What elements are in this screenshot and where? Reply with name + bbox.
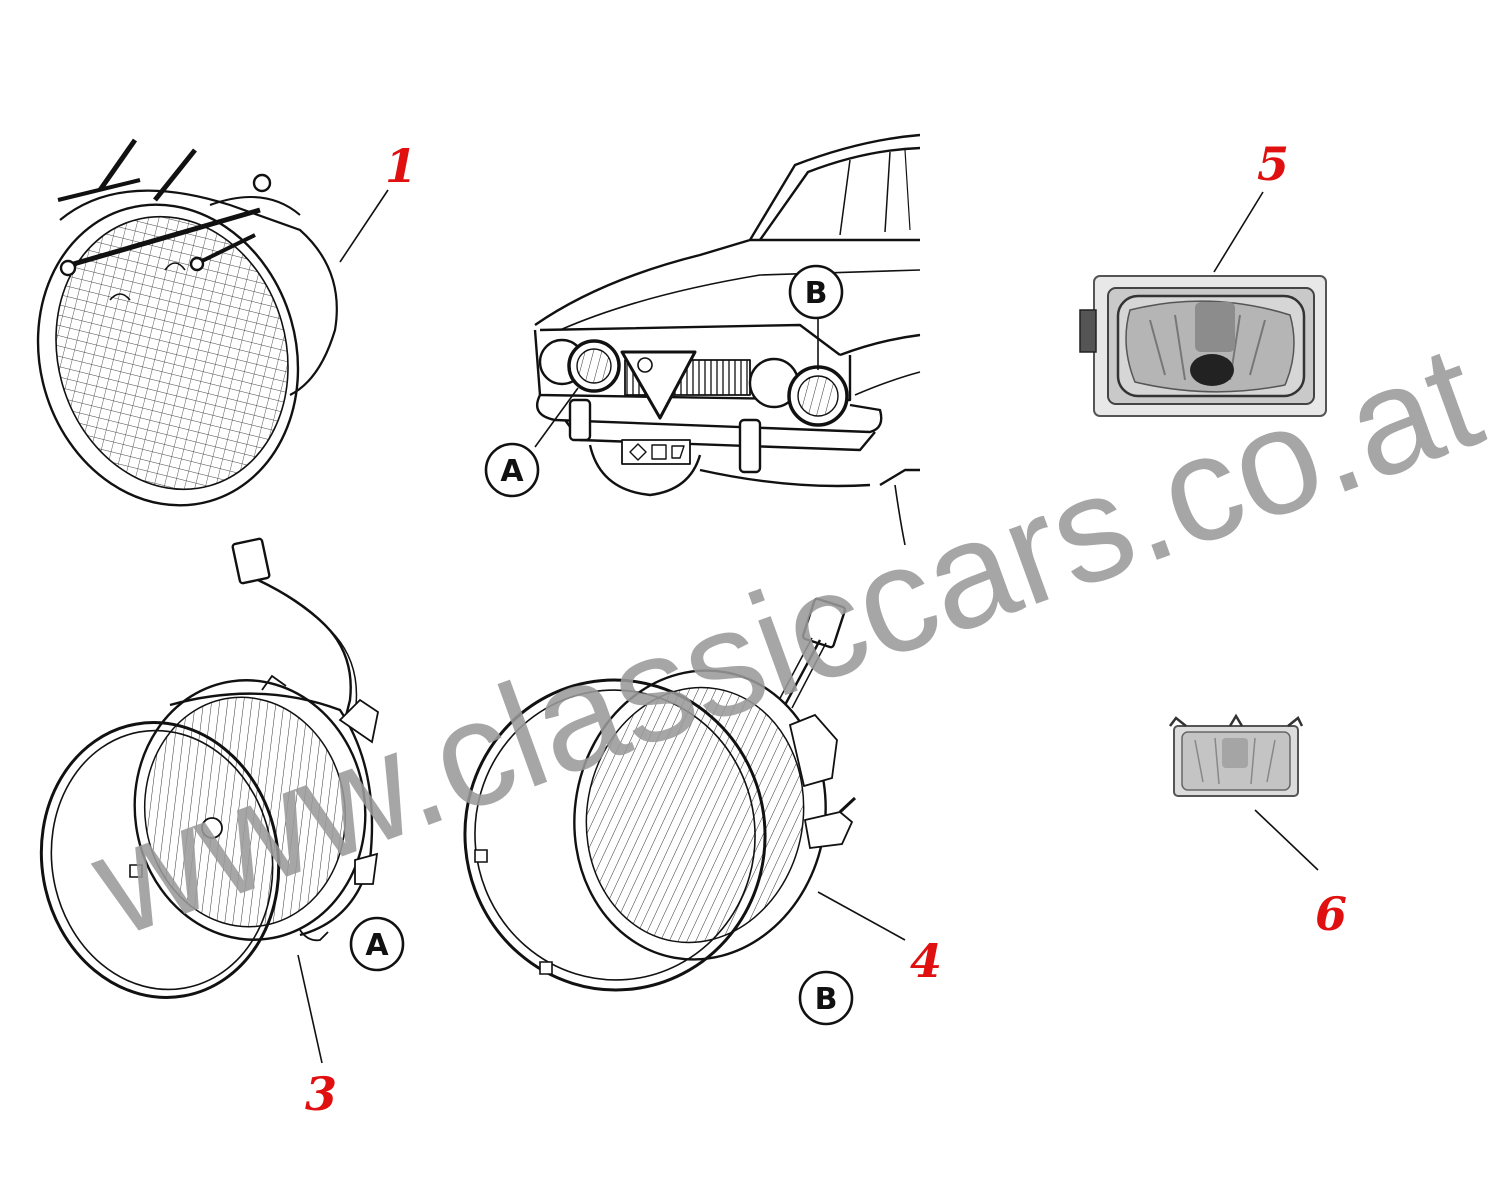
leader-line-4 — [817, 891, 906, 941]
headlamp-unit-3 — [39, 537, 380, 999]
callout-label-lamp-b: B — [815, 982, 838, 1017]
leader-line-car-a — [534, 387, 579, 448]
car-front-illustration — [533, 133, 921, 546]
leader-line-1 — [339, 189, 389, 263]
rectangular-headlamp-5 — [1079, 275, 1327, 417]
leader-line-5 — [1213, 191, 1264, 273]
callout-circle-lamp-a — [349, 916, 405, 972]
callout-label-car-b: B — [805, 276, 828, 311]
part-number-5: 5 — [1257, 137, 1289, 191]
callout-circle-car-a — [484, 442, 540, 498]
callout-circle-car-b — [788, 264, 844, 320]
fog-lamp-6 — [1169, 713, 1304, 797]
callout-label-lamp-a: A — [365, 928, 389, 963]
leader-line-3 — [297, 954, 323, 1064]
headlamp-unit-4 — [463, 597, 857, 992]
part-number-1: 1 — [385, 139, 417, 193]
part-number-6: 6 — [1315, 887, 1347, 941]
callout-label-car-a: A — [500, 454, 524, 489]
part-number-4: 4 — [910, 934, 942, 988]
part-number-3: 3 — [305, 1067, 337, 1121]
leader-line-6 — [1254, 809, 1319, 871]
callout-circle-lamp-b — [798, 970, 854, 1026]
headlamp-unit-1 — [36, 138, 338, 507]
